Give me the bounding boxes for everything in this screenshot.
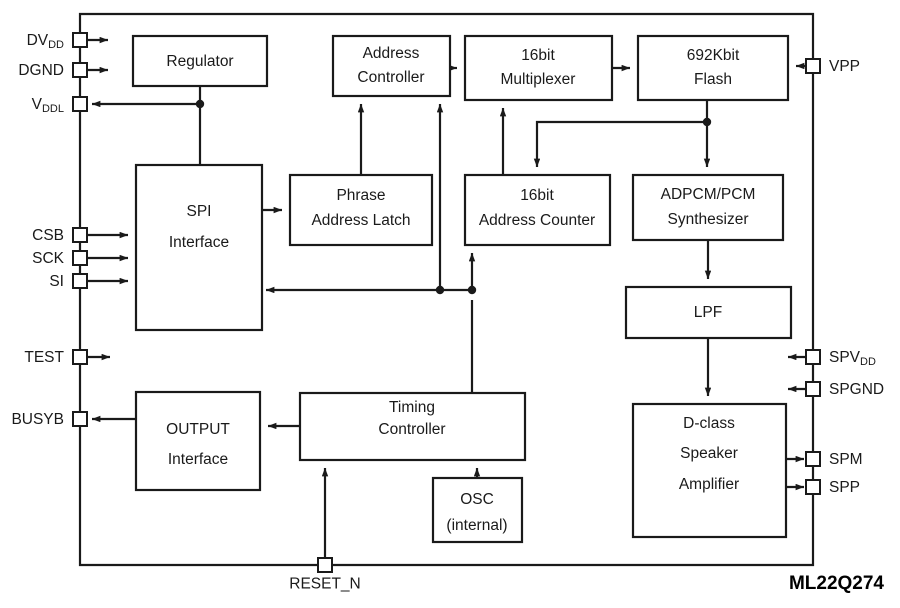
output-interface-label-2: Interface: [168, 451, 228, 468]
phrase-address-latch-label-2: Address Latch: [311, 212, 410, 229]
pin-vpp-label: VPP: [829, 58, 860, 75]
pin-spvdd[interactable]: SPVDD: [805, 349, 876, 368]
pin-test[interactable]: TEST: [24, 349, 88, 366]
block-output-interface[interactable]: OUTPUT Interface: [134, 390, 262, 492]
multiplexer-label-2: Multiplexer: [501, 71, 576, 88]
d-class-label-3: Amplifier: [679, 476, 739, 493]
pin-vddl-label: VDDL: [32, 96, 64, 115]
pin-reset-n-label: RESET_N: [289, 575, 361, 592]
pin-dvdd-label: DVDD: [27, 32, 64, 51]
connection-wires: [88, 36, 806, 565]
block-adpcm-pcm-synthesizer[interactable]: ADPCM/PCM Synthesizer: [631, 173, 785, 242]
pin-vpp[interactable]: VPP: [805, 58, 860, 75]
pin-csb-label: CSB: [32, 227, 64, 244]
pin-sck[interactable]: SCK: [32, 250, 88, 267]
pin-dgnd[interactable]: DGND: [18, 62, 88, 79]
pin-spgnd-label: SPGND: [829, 381, 884, 398]
block-flash[interactable]: 692Kbit Flash: [636, 34, 790, 102]
osc-label-1: OSC: [460, 491, 494, 508]
d-class-label-2: Speaker: [680, 445, 738, 462]
pin-spvdd-label: SPVDD: [829, 349, 876, 368]
pin-sck-label: SCK: [32, 250, 65, 267]
pin-si[interactable]: SI: [49, 273, 88, 290]
block-osc[interactable]: OSC (internal): [431, 476, 524, 544]
pin-reset-n[interactable]: RESET_N: [289, 557, 361, 592]
timing-controller-label-1: Timing: [389, 399, 435, 416]
spi-interface-label-1: SPI: [187, 203, 212, 220]
pin-spp-label: SPP: [829, 479, 860, 496]
flash-label-2: Flash: [694, 71, 732, 88]
pin-spgnd[interactable]: SPGND: [805, 381, 884, 398]
block-timing-controller[interactable]: Timing Controller: [298, 391, 527, 462]
block-regulator[interactable]: Regulator: [131, 34, 269, 88]
block-d-class-amplifier[interactable]: D-class Speaker Amplifier: [631, 402, 788, 539]
osc-label-2: (internal): [446, 517, 507, 534]
output-interface-label-1: OUTPUT: [166, 421, 230, 438]
block-multiplexer[interactable]: 16bit Multiplexer: [463, 34, 614, 102]
adpcm-label-1: ADPCM/PCM: [661, 186, 756, 203]
pin-spm[interactable]: SPM: [805, 451, 863, 468]
chip-boundary: [78, 12, 815, 567]
timing-controller-label-2: Controller: [378, 421, 445, 438]
pin-spp[interactable]: SPP: [805, 479, 860, 496]
address-counter-label-2: Address Counter: [479, 212, 595, 229]
address-controller-label-2: Controller: [357, 69, 424, 86]
pin-dgnd-label: DGND: [18, 62, 64, 79]
block-phrase-address-latch[interactable]: Phrase Address Latch: [288, 173, 434, 247]
block-spi-interface[interactable]: SPI Interface: [134, 163, 264, 332]
lpf-label: LPF: [694, 304, 722, 321]
d-class-label-1: D-class: [683, 415, 735, 432]
part-number-label: ML22Q274: [789, 573, 884, 594]
block-address-counter[interactable]: 16bit Address Counter: [463, 173, 612, 247]
block-lpf[interactable]: LPF: [624, 285, 793, 340]
pin-test-label: TEST: [24, 349, 64, 366]
spi-interface-label-2: Interface: [169, 234, 229, 251]
address-counter-label-1: 16bit: [520, 187, 554, 204]
multiplexer-label-1: 16bit: [521, 47, 555, 64]
adpcm-label-2: Synthesizer: [668, 211, 749, 228]
phrase-address-latch-label-1: Phrase: [336, 187, 385, 204]
pin-spm-label: SPM: [829, 451, 863, 468]
flash-label-1: 692Kbit: [687, 47, 740, 64]
regulator-label: Regulator: [166, 53, 233, 70]
pin-csb[interactable]: CSB: [32, 227, 88, 244]
pin-busyb[interactable]: BUSYB: [11, 411, 88, 428]
pin-busyb-label: BUSYB: [11, 411, 64, 428]
address-controller-label-1: Address: [363, 45, 420, 62]
pin-vddl[interactable]: VDDL: [32, 96, 88, 115]
pin-si-label: SI: [49, 273, 64, 290]
block-address-controller[interactable]: Address Controller: [331, 34, 452, 98]
pin-dvdd[interactable]: DVDD: [27, 32, 88, 51]
